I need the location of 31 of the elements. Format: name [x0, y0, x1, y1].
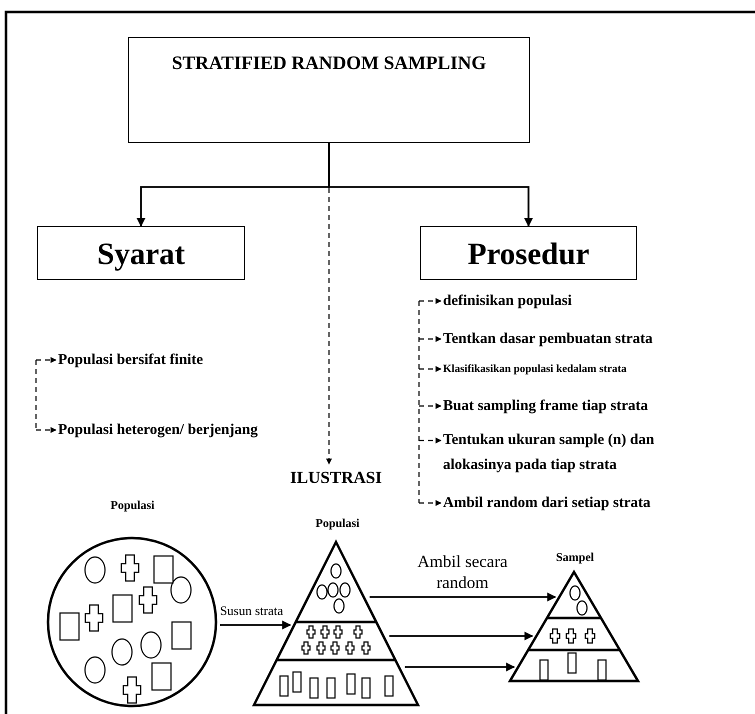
group-heading: Sampel: [554, 550, 595, 565]
edge-label: Ambil secara random: [416, 551, 509, 593]
category-box: Syarat: [37, 226, 245, 280]
procedure-step: Buat sampling frame tiap strata: [443, 396, 743, 416]
procedure-step: Tentkan dasar pembuatan strata: [443, 329, 743, 349]
requirement-text: Populasi heterogen/ berjenjang: [58, 421, 259, 440]
dashed-arrow: [419, 298, 442, 304]
procedure-step: Klasifikasikan populasi kedalam strata: [443, 361, 743, 377]
edge-label: Susun strata: [220, 602, 284, 620]
group-heading: Populasi: [109, 498, 156, 513]
arrow: [220, 620, 292, 630]
requirement-text: Populasi bersifat finite: [58, 351, 204, 370]
dashed-arrow: [419, 366, 442, 372]
category-box: Prosedur: [420, 226, 637, 280]
arrow: [404, 662, 516, 672]
arrow: [370, 592, 556, 602]
arrow: [389, 632, 534, 640]
dashed-arrow: [419, 336, 442, 342]
group-heading: Populasi: [314, 516, 360, 531]
dashed-arrow: [419, 403, 442, 409]
dashed-arrow: [36, 427, 57, 433]
section-heading: ILUSTRASI: [289, 467, 383, 489]
procedure-step: Tentukan ukuran sample (n) dan alokasinya pada tiap strata: [443, 428, 671, 478]
procedure-step: definisikan populasi: [443, 291, 743, 311]
title-box: STRATIFIED RANDOM SAMPLING: [128, 37, 530, 143]
arrow: [328, 143, 533, 227]
dashed-arrow: [36, 357, 57, 363]
dashed-arrow: [326, 143, 332, 465]
procedure-step: Ambil random dari setiap strata: [443, 493, 743, 513]
dashed-arrow: [419, 500, 442, 506]
dashed-arrow: [419, 438, 442, 444]
